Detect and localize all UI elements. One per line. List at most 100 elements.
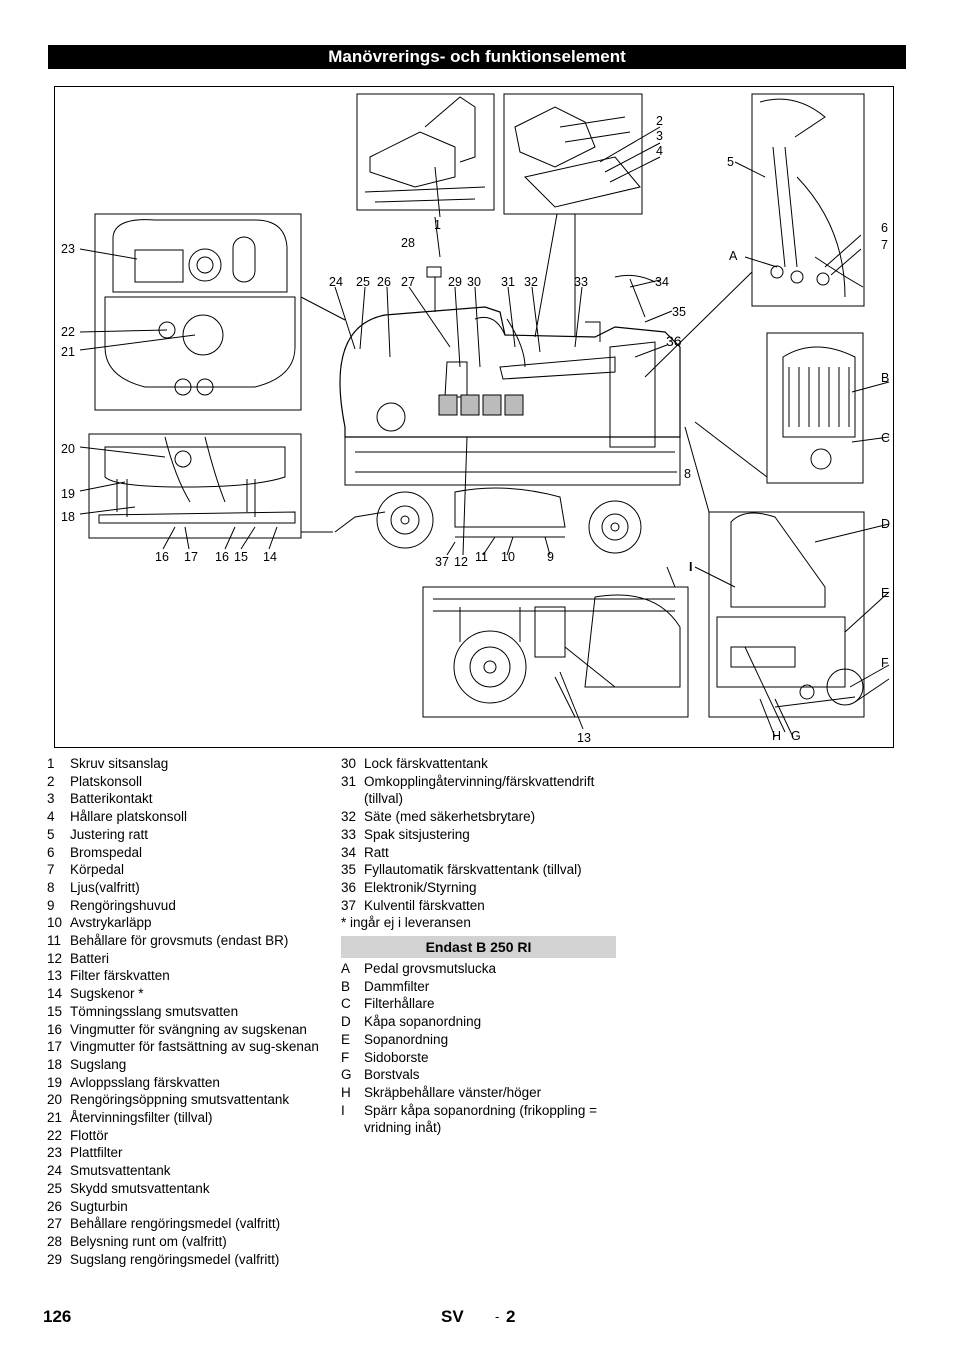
- callout-G: G: [791, 729, 801, 743]
- callout-F: F: [881, 656, 889, 670]
- callout-34: 34: [655, 275, 669, 289]
- callout-20: 20: [61, 442, 75, 456]
- diagram-drawing: [79, 93, 890, 738]
- inset-sweeper: [708, 511, 865, 718]
- callout-29: 29: [448, 275, 462, 289]
- callout-23: 23: [61, 242, 75, 256]
- callout-I: I: [689, 560, 693, 574]
- machine-diagram: 1 2 3 4 5 6 7 8 9 10 11 12 13 14 15 16 1…: [54, 86, 894, 748]
- inset-water-filter: [422, 586, 689, 718]
- footer-separator: -: [495, 1309, 500, 1324]
- inset-seat-console: [503, 93, 643, 215]
- callout-A: A: [729, 249, 738, 263]
- callout-9: 9: [547, 550, 554, 564]
- callout-21: 21: [61, 345, 75, 359]
- footnote: * ingår ej i leveransen: [341, 915, 471, 931]
- callout-12: 12: [454, 555, 468, 569]
- callout-28: 28: [401, 236, 415, 250]
- inset-seat-stop: [356, 93, 495, 211]
- callout-27: 27: [401, 275, 415, 289]
- callout-D: D: [881, 517, 891, 531]
- callout-11: 11: [475, 550, 488, 564]
- callout-10: 10: [501, 550, 515, 564]
- callout-E: E: [881, 586, 890, 600]
- language-code: SV: [441, 1307, 464, 1326]
- callout-2: 2: [656, 114, 663, 128]
- callout-30: 30: [467, 275, 481, 289]
- inset-steering-pedals: [751, 93, 865, 307]
- page-number: 126: [43, 1307, 72, 1326]
- callout-22: 22: [61, 325, 75, 339]
- callout-33: 33: [574, 275, 588, 289]
- callout-5: 5: [727, 155, 734, 169]
- section-number: 2: [506, 1307, 516, 1326]
- callout-H: H: [772, 729, 782, 743]
- callout-15: 15: [234, 550, 248, 564]
- callout-17: 17: [184, 550, 198, 564]
- callout-3: 3: [656, 129, 663, 143]
- callout-16a: 16: [155, 550, 169, 564]
- inset-tank-top: [94, 213, 302, 411]
- callout-31: 31: [501, 275, 515, 289]
- callout-4: 4: [656, 144, 663, 158]
- callout-16b: 16: [215, 550, 229, 564]
- callout-26: 26: [377, 275, 391, 289]
- callout-32: 32: [524, 275, 538, 289]
- callout-18: 18: [61, 510, 75, 524]
- callout-8: 8: [684, 467, 691, 481]
- inset-dust-filter: [766, 332, 864, 484]
- callout-7: 7: [881, 238, 888, 252]
- callout-37: 37: [435, 555, 449, 569]
- callout-1: 1: [434, 218, 441, 232]
- callout-13: 13: [577, 731, 591, 745]
- callout-35: 35: [672, 305, 686, 319]
- callout-25: 25: [356, 275, 370, 289]
- callout-B: B: [881, 371, 890, 385]
- callout-14: 14: [263, 550, 277, 564]
- section-subheading: Endast B 250 RI: [341, 936, 616, 959]
